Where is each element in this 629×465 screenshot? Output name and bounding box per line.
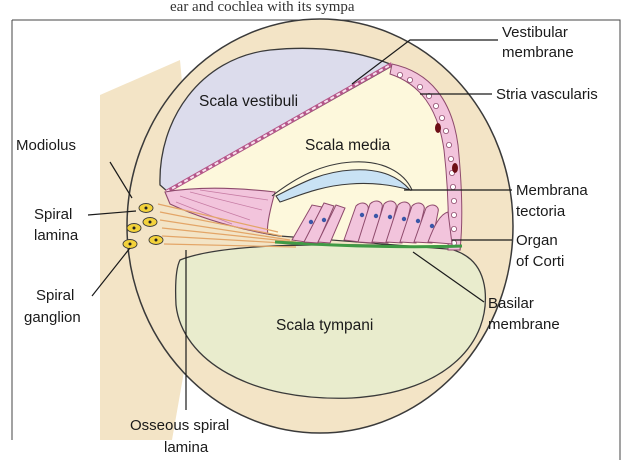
label-basilar-membrane-2: membrane (488, 316, 560, 333)
label-stria-vascularis: Stria vascularis (496, 86, 598, 103)
label-spiral-lamina-1: Spiral (34, 206, 72, 223)
label-osseous-spiral-lamina-2: lamina (164, 439, 209, 456)
label-basilar-membrane-1: Basilar (488, 295, 534, 312)
label-membrana-tectoria-1: Membrana (516, 182, 588, 199)
label-modiolus: Modiolus (16, 137, 76, 154)
label-scala-tympani: Scala tympani (276, 317, 373, 334)
label-scala-vestibuli: Scala vestibuli (199, 93, 298, 110)
label-spiral-ganglion-2: ganglion (24, 309, 81, 326)
label-vestibular-membrane-1: Vestibular (502, 24, 568, 41)
label-spiral-ganglion-1: Spiral (36, 287, 74, 304)
label-osseous-spiral-lamina-1: Osseous spiral (130, 417, 229, 434)
label-membrana-tectoria-2: tectoria (516, 203, 566, 220)
label-spiral-lamina-2: lamina (34, 227, 79, 244)
label-vestibular-membrane-2: membrane (502, 44, 574, 61)
label-scala-media: Scala media (305, 137, 391, 154)
organ-of-corti (292, 201, 452, 244)
label-organ-of-corti-1: Organ (516, 232, 558, 249)
label-organ-of-corti-2: of Corti (516, 253, 564, 270)
caption-fragment: ear and cochlea with its sympa (170, 0, 355, 15)
